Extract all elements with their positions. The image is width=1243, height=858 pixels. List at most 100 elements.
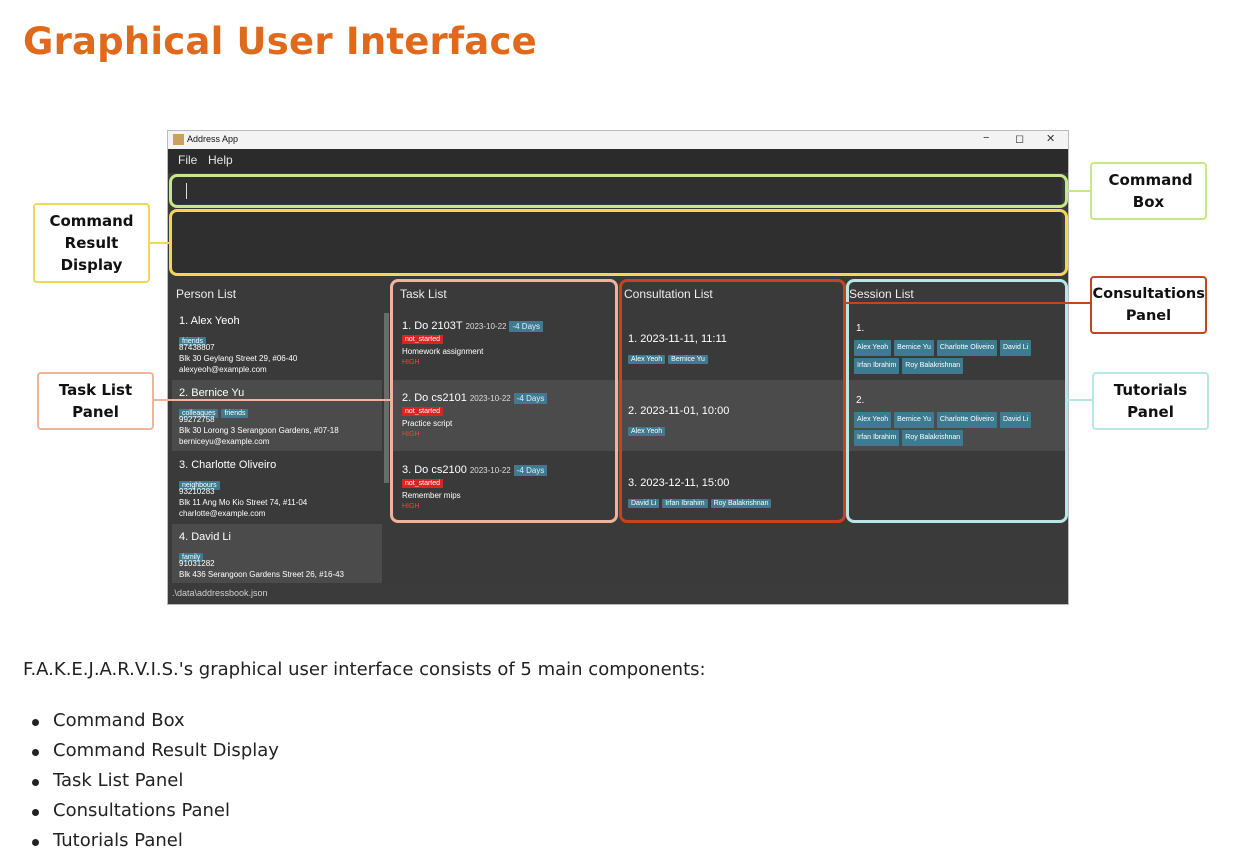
status-bar: .\data\addressbook.json <box>168 583 1068 604</box>
student-tag: Irfan Ibrahim <box>854 358 900 374</box>
command-input[interactable] <box>172 177 1062 204</box>
student-tag: David Li <box>999 340 1032 356</box>
list-item: Command Result Display <box>23 738 279 768</box>
student-tag: Charlotte Oliveiro <box>936 340 997 356</box>
maximize-icon[interactable]: ◻ <box>1015 133 1025 145</box>
student-tag: Bernice Yu <box>668 355 708 364</box>
person-card[interactable]: 1. Alex Yeoh friends 87438807 Blk 30 Gey… <box>172 308 382 379</box>
student-tag: Alex Yeoh <box>628 427 666 436</box>
command-result-connector <box>150 242 170 244</box>
session-title: 1. <box>856 323 865 334</box>
task-description: Homework assignment <box>402 347 484 356</box>
task-title: 3. Do cs2100 <box>402 464 467 476</box>
person-email: alexyeoh@example.com <box>179 365 267 374</box>
person-tag: neighbours <box>179 481 220 490</box>
bullet-icon <box>32 719 39 726</box>
person-list-title: Person List <box>176 287 237 301</box>
student-tag: David Li <box>999 412 1032 428</box>
person-card[interactable]: 3. Charlotte Oliveiro neighbours 9321028… <box>172 452 382 523</box>
student-tag: Roy Balakrishnan <box>710 499 772 508</box>
student-tag: Irfan Ibrahim <box>662 499 708 508</box>
command-box-callout: Command Box <box>1090 162 1207 220</box>
bullet-icon <box>32 749 39 756</box>
consultation-title: 1. 2023-11-11, 11:11 <box>628 333 727 345</box>
student-tag: Charlotte Oliveiro <box>936 412 997 428</box>
command-result-callout: Command Result Display <box>33 203 150 283</box>
description-text: F.A.K.E.J.A.R.V.I.S.'s graphical user in… <box>23 659 706 680</box>
task-list-highlight <box>390 279 618 523</box>
task-description: Practice script <box>402 419 453 428</box>
person-address: Blk 436 Serangoon Gardens Street 26, #16… <box>179 570 344 579</box>
student-tag: Bernice Yu <box>894 340 934 356</box>
task-days-badge: -4 Days <box>513 465 548 476</box>
bullet-icon <box>32 809 39 816</box>
session-list-highlight <box>846 279 1068 523</box>
person-address: Blk 30 Lorong 3 Serangoon Gardens, #07-1… <box>179 426 339 435</box>
task-date: 2023-10-22 <box>469 466 511 475</box>
person-address: Blk 30 Geylang Street 29, #06-40 <box>179 354 298 363</box>
person-tag: colleagues <box>179 409 219 418</box>
task-description: Remember mips <box>402 491 461 500</box>
consultations-callout: Consultations Panel <box>1090 276 1207 334</box>
consultations-connector <box>846 302 1090 304</box>
person-list: 1. Alex Yeoh friends 87438807 Blk 30 Gey… <box>172 308 382 583</box>
tutorials-connector <box>1068 399 1092 401</box>
person-email: charlotte@example.com <box>179 509 266 518</box>
person-tag: friends <box>179 337 207 346</box>
task-date: 2023-10-22 <box>465 322 507 331</box>
task-title: 1. Do 2103T <box>402 320 463 332</box>
command-result-highlight <box>169 209 1068 276</box>
list-item: Tutorials Panel <box>23 828 279 858</box>
window-title: Address App <box>187 134 239 144</box>
command-box-highlight <box>169 174 1068 208</box>
person-address: Blk 11 Ang Mo Kio Street 74, #11-04 <box>179 498 308 507</box>
consultation-card[interactable]: 2. 2023-11-01, 10:00 Alex Yeoh <box>618 380 844 451</box>
person-list-scrollbar[interactable] <box>384 313 389 483</box>
student-tag: Irfan Ibrahim <box>854 430 900 446</box>
tutorials-callout: Tutorials Panel <box>1092 372 1209 430</box>
close-icon[interactable]: ✕ <box>1046 133 1056 145</box>
menu-bar: File Help <box>168 149 1068 173</box>
list-item: Command Box <box>23 708 279 738</box>
task-days-badge: -4 Days <box>509 321 544 332</box>
task-list-connector <box>153 399 391 401</box>
text-caret <box>186 183 187 199</box>
student-tag: Alex Yeoh <box>854 340 892 356</box>
student-tag: Roy Balakrishnan <box>902 430 964 446</box>
task-status-badge: not_started <box>402 407 444 416</box>
status-path: .\data\addressbook.json <box>172 588 268 598</box>
person-tag: friends <box>221 409 249 418</box>
task-list-callout: Task List Panel <box>37 372 154 430</box>
session-list-title: Session List <box>849 287 914 301</box>
person-email: berniceyu@example.com <box>179 437 270 446</box>
task-date: 2023-10-22 <box>469 394 511 403</box>
person-phone: 93210283 <box>179 487 215 496</box>
menu-help[interactable]: Help <box>208 153 233 167</box>
command-result-display <box>172 211 1062 273</box>
person-phone: 91031282 <box>179 559 215 568</box>
person-card[interactable]: 4. David Li family 91031282 Blk 436 Sera… <box>172 524 382 583</box>
student-tag: David Li <box>628 499 660 508</box>
person-name: 3. Charlotte Oliveiro <box>179 459 277 471</box>
task-list-title: Task List <box>400 287 447 301</box>
list-item: Consultations Panel <box>23 798 279 828</box>
task-days-badge: -4 Days <box>513 393 548 404</box>
student-tag: Bernice Yu <box>894 412 934 428</box>
page-title: Graphical User Interface <box>23 20 537 63</box>
task-status-badge: not_started <box>402 335 444 344</box>
person-name: 1. Alex Yeoh <box>179 315 240 327</box>
student-tag: Roy Balakrishnan <box>902 358 964 374</box>
menu-file[interactable]: File <box>178 153 198 167</box>
student-tag: Alex Yeoh <box>628 355 666 364</box>
minimize-icon[interactable]: − <box>983 132 990 144</box>
